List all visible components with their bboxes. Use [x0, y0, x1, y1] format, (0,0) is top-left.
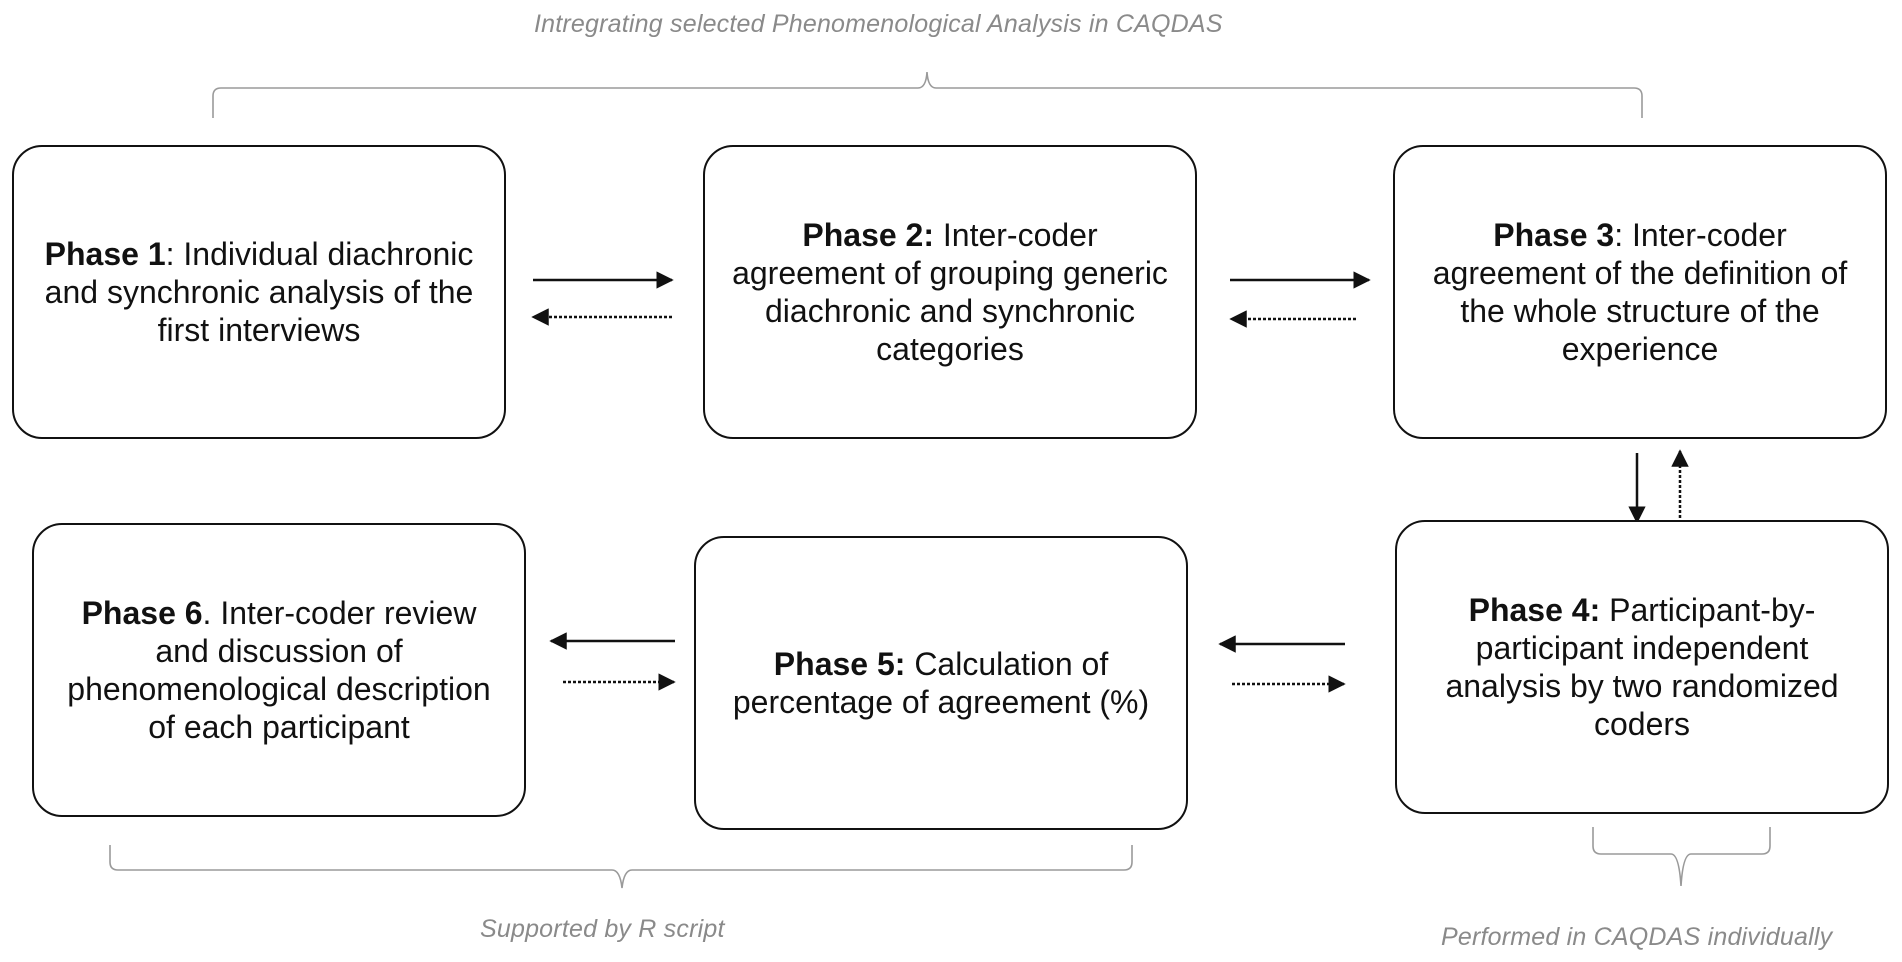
bottom-right-brace [1592, 827, 1771, 887]
phase-6-title: Phase 6 [81, 595, 203, 631]
phase-5-content: Phase 5: Calculation of percentage of ag… [718, 645, 1164, 721]
phase-1-title: Phase 1 [44, 236, 166, 272]
phase-2-description: Inter-coder agreement of grouping generi… [732, 217, 1168, 367]
phase-5-title: Phase 5: [773, 646, 906, 682]
phase-2-content: Phase 2: Inter-coder agreement of groupi… [727, 216, 1173, 368]
phase-3-content: Phase 3: Inter-coder agreement of the de… [1417, 216, 1863, 368]
phase-4-content: Phase 4: Participant-by-participant inde… [1419, 591, 1865, 743]
phase-1-content: Phase 1: Individual diachronic and synch… [36, 235, 482, 349]
phase-5-description: Calculation of percentage of agreement (… [732, 646, 1150, 720]
phase-2-box: Phase 2: Inter-coder agreement of groupi… [703, 145, 1197, 439]
phase-3-description: : Inter-coder agreement of the definitio… [1432, 217, 1848, 367]
phase-6-box: Phase 6. Inter-coder review and discussi… [32, 523, 526, 817]
phase-5-box: Phase 5: Calculation of percentage of ag… [694, 536, 1188, 830]
phase-3-box: Phase 3: Inter-coder agreement of the de… [1393, 145, 1887, 439]
phase-1-box: Phase 1: Individual diachronic and synch… [12, 145, 506, 439]
bottom-left-brace [109, 845, 1133, 889]
phase-1-description: : Individual diachronic and synchronic a… [44, 236, 474, 348]
top-bracket-label: Intregrating selected Phenomenological A… [534, 10, 1223, 38]
bottom-left-bracket-label: Supported by R script [480, 915, 725, 943]
phase-4-description: Participant-by-participant independent a… [1445, 592, 1839, 742]
top-brace [212, 71, 1643, 118]
bottom-right-bracket-label: Performed in CAQDAS individually [1441, 923, 1833, 951]
phase-4-title: Phase 4: [1468, 592, 1601, 628]
phase-6-description: . Inter-coder review and discussion of p… [67, 595, 491, 745]
phase-3-title: Phase 3 [1493, 217, 1615, 253]
phase-2-title: Phase 2: [802, 217, 934, 253]
phase-4-box: Phase 4: Participant-by-participant inde… [1395, 520, 1889, 814]
phase-6-content: Phase 6. Inter-coder review and discussi… [56, 594, 502, 746]
